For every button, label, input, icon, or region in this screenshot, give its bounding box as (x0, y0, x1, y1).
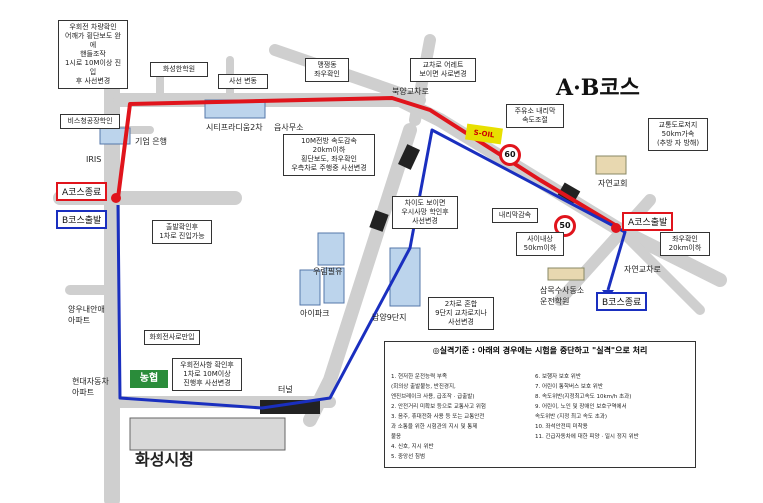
note-bisunjang: 비스청공장학인 (60, 114, 120, 129)
building-hwaseong (129, 417, 286, 451)
building-uremy (317, 232, 345, 266)
a-course-end: A코스종료 (56, 182, 108, 201)
label-samok: 삼목수사동소 운전학원 (540, 286, 585, 306)
note-jwau: 좌우확인 20km이하 (660, 232, 710, 256)
building-ipark-2 (323, 267, 345, 304)
buildings (99, 99, 627, 451)
disqualification-right: 6. 보행자 보호 위반 7. 어린이 통학버스 보호 위반 8. 속도위반(지… (535, 374, 639, 440)
label-eupsamuso: 읍사무소 (274, 123, 304, 132)
note-top-left: 우회전 차량확인 어깨가 횡단보도 완에 핸들조작 1시로 10M이상 진입 후… (58, 20, 128, 89)
note-chulbal: 출발확인후 1차로 진입가능 (152, 220, 212, 244)
a-course-start: A코스출발 (622, 212, 674, 231)
label-tunnel: 터널 (278, 385, 293, 394)
speed-sign-60: 60 (499, 144, 521, 166)
note-uhoe-bottom: 우회전사항 확인후 1차로 10M이상 진행후 사선변경 (172, 358, 242, 391)
building-samok (547, 267, 585, 281)
note-ryeo: 차이도 보이면 우시사망 학인후 사선변경 (392, 196, 458, 229)
b-course-start: B코스출발 (56, 210, 108, 229)
note-hwaseong-hakwon: 화성한학원 (150, 62, 208, 77)
note-jujuso: 주유소 내리막 속도조절 (506, 104, 564, 128)
building-church (595, 155, 627, 175)
label-hyundai: 현대자동차 아파트 (72, 377, 109, 397)
nh-logo: 농협 (130, 370, 168, 388)
note-gyochado: 교차로 어레트 보이면 사로변경 (410, 58, 476, 82)
crosswalks (260, 144, 581, 414)
speed-sign-50: 50 (554, 215, 576, 237)
note-maengmin: 맹쟁동 좌우확인 (305, 58, 349, 82)
note-hwaseong-gyo: 화회전사로만입 (144, 330, 200, 345)
note-speed10: 10M전방 속도감속 20km이하 횡단보도, 좌우확인 우측차로 주행중 사선… (283, 134, 375, 176)
label-yangwoo: 양우내안애 아파트 (68, 305, 105, 325)
route-a-line (116, 96, 622, 230)
building-ipark (299, 269, 321, 306)
b-course-end: B코스종료 (596, 292, 648, 311)
disqualification-panel: ◎실격기준 : 아래의 경우에는 시험을 중단하고 "실격"으로 처리 1. 현… (384, 341, 696, 468)
note-gyodo: 교통도로저지 50km가속 (추방 자 방해) (648, 118, 708, 151)
route-a-end-marker (111, 193, 121, 203)
disqualification-title: ◎실격기준 : 아래의 경우에는 시험을 중단하고 "실격"으로 처리 (432, 346, 648, 355)
label-gieop: 기업 은행 (135, 137, 167, 146)
route-a-start-marker (611, 223, 621, 233)
label-hwaseong-cityhall: 화성시청 (135, 450, 194, 469)
disqualification-left: 1. 현저한 운전능력 부족 (회의상 출발불능, 반진경지, 엔진브레이크 사… (391, 374, 486, 460)
label-church: 자연교회 (598, 179, 628, 188)
label-city: 시티프라디움2차 (206, 123, 263, 132)
course-title: A·B코스 (556, 75, 640, 101)
label-jayeon-cross: 자연교차로 (624, 265, 661, 274)
label-ipark: 아이파크 (300, 309, 330, 318)
label-uremy: 우림필유 (313, 267, 343, 276)
note-saseon: 사선 변동 (218, 74, 268, 89)
note-saeri: 사이내상 50km이하 (516, 232, 564, 256)
route-b-line (116, 128, 627, 410)
label-namyang: 남양9단지 (372, 313, 407, 322)
note-two-lane: 2차로 혼합 9단지 교차로지나 사선변경 (428, 297, 494, 330)
label-bukyang: 북양교차로 (392, 87, 429, 96)
label-iris: IRIS (86, 155, 102, 164)
note-naeri: 내리막감속 (492, 208, 538, 223)
